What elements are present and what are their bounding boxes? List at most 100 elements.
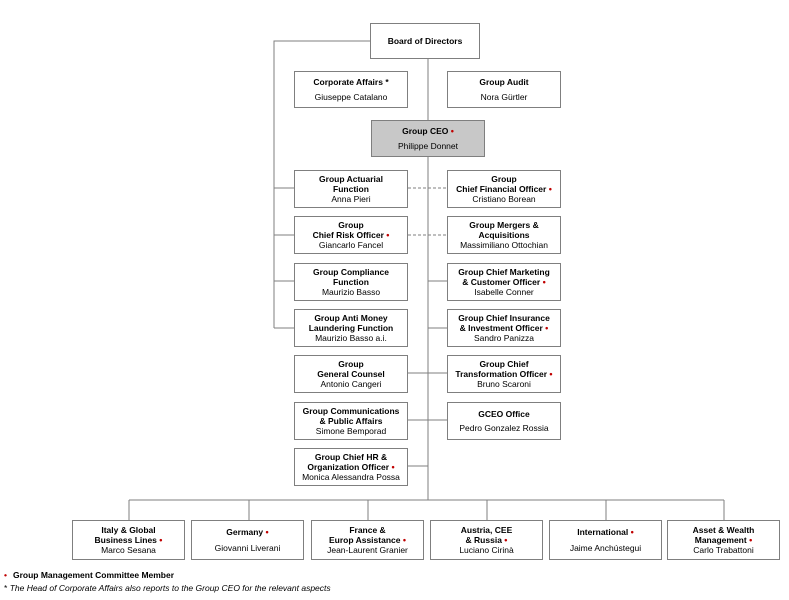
ma-title-line: Acquisitions — [469, 230, 538, 240]
hr-title-line: Group Chief HR & — [307, 452, 394, 462]
gmc-star: • — [549, 369, 553, 379]
international-title: International • — [577, 527, 634, 537]
insurance-title-text: & Investment Officer — [459, 323, 543, 333]
hr-title-text: Organization Officer — [307, 462, 390, 472]
marketing-title-line: & Customer Officer • — [458, 277, 550, 287]
marketing-title-line: Group Chief Marketing — [458, 267, 550, 277]
transformation-title-line: Transformation Officer • — [455, 369, 552, 379]
gmc-star: • — [542, 277, 546, 287]
gmc-star: • — [450, 126, 454, 137]
ma-title-text: Acquisitions — [478, 230, 530, 240]
gceo-title-line: GCEO Office — [478, 409, 529, 419]
hr-box: Group Chief HR &Organization Officer •Mo… — [294, 448, 408, 486]
ma-title: Group Mergers &Acquisitions — [469, 220, 538, 240]
legend-gmc: • Group Management Committee Member — [4, 570, 174, 581]
gmc-star: • — [386, 230, 390, 240]
legend-gmc-text: Group Management Committee Member — [12, 570, 175, 580]
transformation-title-line: Group Chief — [455, 359, 552, 369]
board-of-directors-box: Board of Directors — [370, 23, 480, 59]
international-title-text: International — [577, 527, 629, 538]
france-title-text: Europ Assistance — [328, 535, 401, 545]
france-title-text: France & — [349, 525, 386, 535]
france-box: France &Europ Assistance •Jean-Laurent G… — [311, 520, 424, 560]
group-audit-name: Nora Gürtler — [480, 91, 528, 102]
germany-box: Germany •Giovanni Liverani — [191, 520, 304, 560]
actuarial-name: Anna Pieri — [331, 194, 371, 204]
cfo-name: Cristiano Borean — [472, 194, 536, 204]
corporate-affairs-title: Corporate Affairs * — [313, 77, 389, 88]
austria-title-text: & Russia — [465, 535, 502, 545]
actuarial-title-text: Group Actuarial — [319, 174, 383, 184]
asset-title-line: Management • — [693, 535, 755, 545]
counsel-title-text: Group — [338, 359, 364, 369]
actuarial-title-line: Group Actuarial — [319, 174, 383, 184]
austria-title-line: & Russia • — [461, 535, 513, 545]
italy-title-line: Business Lines • — [95, 535, 163, 545]
board-left-connector — [273, 40, 370, 328]
cfo-title-text: Group — [491, 174, 517, 184]
legend-star-icon: • — [4, 570, 7, 580]
insurance-title: Group Chief Insurance& Investment Office… — [458, 313, 550, 333]
counsel-title-line: Group — [317, 359, 385, 369]
board-title: Board of Directors — [387, 36, 463, 46]
compliance-title-text: Group Compliance — [312, 267, 390, 277]
risk-title-text: Chief Risk Officer — [312, 230, 384, 240]
group-ceo-box: Group CEO • Philippe Donnet — [371, 120, 485, 157]
transformation-title-text: Transformation Officer — [455, 369, 548, 379]
insurance-title-line: Group Chief Insurance — [458, 313, 550, 323]
gmc-star: • — [265, 527, 269, 538]
risk-title-text: Group — [338, 220, 364, 230]
group-ceo-name: Philippe Donnet — [397, 140, 458, 151]
counsel-title-line: General Counsel — [317, 369, 385, 379]
marketing-box: Group Chief Marketing& Customer Officer … — [447, 263, 561, 301]
hr-title: Group Chief HR &Organization Officer • — [307, 452, 394, 472]
aml-title-text: Laundering Function — [308, 323, 394, 333]
italy-title-text: Italy & Global — [101, 525, 156, 535]
germany-title-text: Germany — [226, 527, 264, 538]
group-audit-box: Group Audit Nora Gürtler — [447, 71, 561, 108]
gceo-title: GCEO Office — [478, 409, 529, 419]
insurance-title-line: & Investment Officer • — [458, 323, 550, 333]
aml-title-line: Group Anti Money — [309, 313, 394, 323]
communications-title: Group Communications& Public Affairs — [303, 406, 400, 426]
italy-title-text: Business Lines — [94, 535, 157, 545]
communications-title-text: & Public Affairs — [319, 416, 383, 426]
hr-title-text: Group Chief HR & — [314, 452, 388, 462]
legend-footnote: * The Head of Corporate Affairs also rep… — [4, 583, 331, 594]
corporate-affairs-box: Corporate Affairs * Giuseppe Catalano — [294, 71, 408, 108]
asset-title-text: Asset & Wealth — [692, 525, 755, 535]
group-audit-title: Group Audit — [479, 77, 529, 88]
ma-name: Massimiliano Ottochian — [460, 240, 548, 250]
austria-name: Luciano Cirinà — [459, 545, 514, 555]
italy-title-line: Italy & Global — [95, 525, 163, 535]
compliance-title-line: Function — [313, 277, 389, 287]
insurance-title-text: Group Chief Insurance — [458, 313, 550, 323]
ma-title-text: Group Mergers & — [469, 220, 539, 230]
counsel-title-text: General Counsel — [317, 369, 385, 379]
hr-name: Monica Alessandra Possa — [302, 472, 400, 482]
austria-title: Austria, CEE& Russia • — [461, 525, 513, 545]
corporate-affairs-name: Giuseppe Catalano — [314, 91, 388, 102]
gceo-title-text: GCEO Office — [478, 408, 530, 419]
international-name: Jaime Anchústegui — [569, 542, 642, 553]
aml-name: Maurizio Basso a.i. — [315, 333, 387, 343]
asset-title-line: Asset & Wealth — [693, 525, 755, 535]
france-title-line: France & — [329, 525, 406, 535]
aml-title-text: Group Anti Money — [314, 313, 388, 323]
asset-name: Carlo Trabattoni — [693, 545, 754, 555]
